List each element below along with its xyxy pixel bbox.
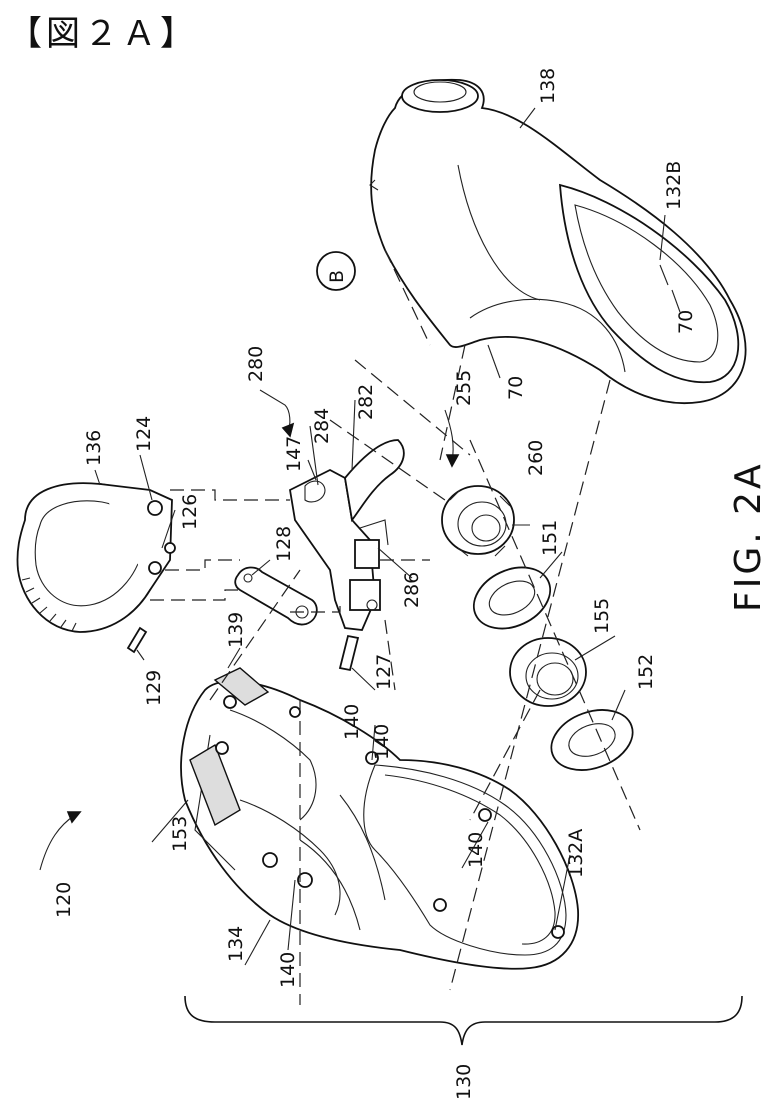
callout-286: 286: [401, 572, 423, 608]
gear-260: [442, 486, 514, 556]
callout-132B: 132B: [663, 161, 685, 210]
callout-B: B: [326, 270, 348, 283]
pin-127: [340, 636, 358, 670]
knob-136: [17, 483, 175, 632]
callout-132A: 132A: [565, 829, 587, 878]
callout-70-b: 70: [675, 310, 697, 334]
callout-127: 127: [373, 654, 395, 690]
callout-153: 153: [169, 816, 191, 852]
callout-140-a: 140: [371, 724, 393, 760]
washer-152: [543, 699, 641, 780]
callout-134: 134: [225, 926, 247, 962]
callout-128: 128: [273, 526, 295, 562]
callout-147: 147: [283, 436, 305, 472]
bracket-130: [185, 996, 742, 1045]
figure-label: FIG. 2A: [728, 461, 768, 612]
callout-282: 282: [355, 384, 377, 420]
callout-129: 129: [143, 670, 165, 706]
pin-129: [128, 628, 146, 652]
bearing-155: [510, 638, 586, 706]
callout-124: 124: [133, 416, 155, 452]
link-128: [235, 567, 317, 624]
callout-70-a: 70: [505, 376, 527, 400]
callout-120: 120: [53, 882, 75, 918]
callout-140-b: 140: [277, 952, 299, 988]
callout-140-d: 140: [341, 704, 363, 740]
callout-152: 152: [635, 654, 657, 690]
callout-155: 155: [591, 598, 613, 634]
callout-284: 284: [311, 408, 333, 444]
callout-138: 138: [537, 68, 559, 104]
callout-260: 260: [525, 440, 547, 476]
lower-housing-132A: [181, 668, 578, 969]
callout-280: 280: [245, 346, 267, 382]
callout-255: 255: [453, 370, 475, 406]
upper-housing-138: [370, 80, 746, 403]
callout-130: 130: [453, 1064, 475, 1100]
callout-140-c: 140: [465, 832, 487, 868]
callout-136: 136: [83, 430, 105, 466]
callout-151: 151: [539, 520, 561, 556]
callout-139: 139: [225, 612, 247, 648]
callout-126: 126: [179, 494, 201, 530]
